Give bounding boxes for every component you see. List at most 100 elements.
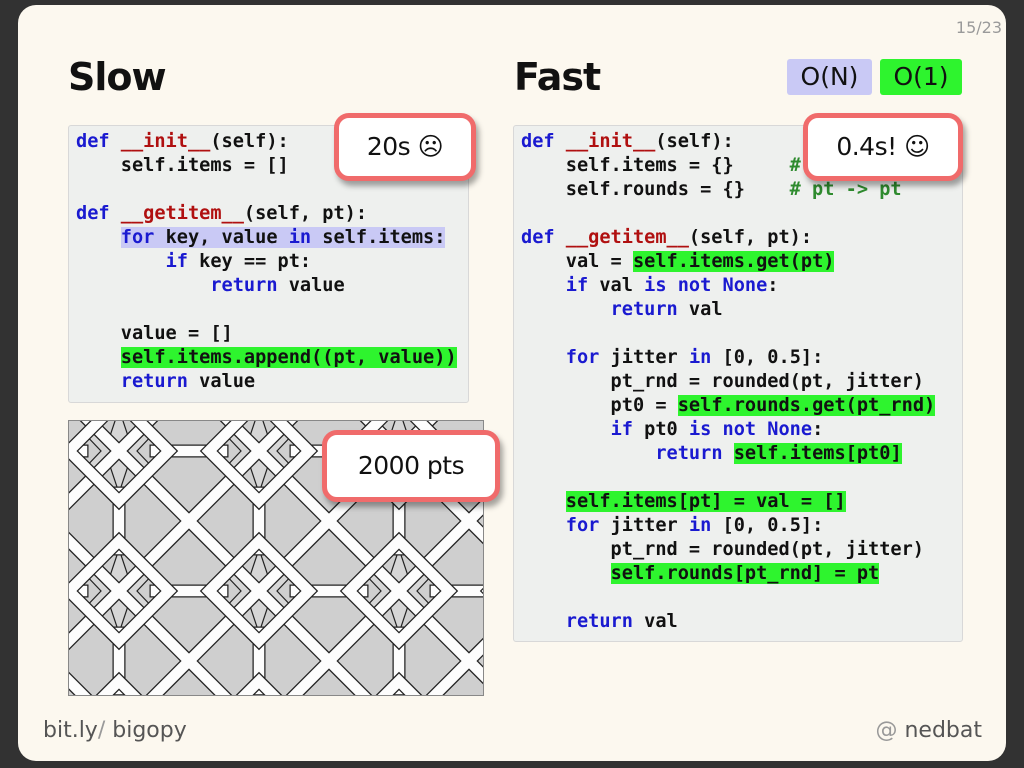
code-token: # pt -> pt — [789, 179, 902, 200]
footer-link[interactable]: bit.ly/ bigopy — [43, 718, 187, 743]
footer-link-slash: / — [97, 718, 106, 743]
code-line: pt_rnd = rounded(pt, jitter) — [521, 538, 962, 562]
code-token: pt_rnd = rounded(pt, jitter) — [521, 539, 924, 560]
code-token: __init__ — [565, 131, 656, 152]
code-token: for — [565, 347, 600, 368]
highlighted-code-token: in — [288, 227, 312, 248]
code-token: val — [588, 275, 645, 296]
code-line: self.items.append((pt, value)) — [76, 346, 468, 370]
code-token: val — [632, 611, 678, 632]
code-token — [76, 251, 166, 272]
code-line: def __getitem__(self, pt): — [76, 202, 468, 226]
footer-handle-at: @ — [875, 718, 898, 743]
fast-code-block: def __init__(self): self.items = {} # pt… — [513, 125, 963, 642]
code-line: self.rounds[pt_rnd] = pt — [521, 562, 962, 586]
code-token: if — [165, 251, 188, 272]
fast-heading: Fast — [514, 55, 601, 99]
code-token — [521, 443, 655, 464]
code-line: value = [] — [76, 322, 468, 346]
code-token: is not None — [644, 275, 768, 296]
code-token — [521, 515, 566, 536]
code-token: return — [120, 371, 188, 392]
code-token: val — [677, 299, 723, 320]
code-token — [76, 371, 121, 392]
code-token — [723, 443, 734, 464]
code-line: self.rounds = {} # pt -> pt — [521, 178, 962, 202]
page-number: 15/23 — [955, 18, 1002, 37]
code-token: in — [688, 515, 712, 536]
highlighted-code-token: self.items[pt0] — [733, 443, 902, 464]
code-token: value — [277, 275, 345, 296]
code-token: __init__ — [120, 131, 211, 152]
code-line: def __init__(self): — [76, 130, 468, 154]
code-token — [521, 299, 611, 320]
code-token: is not None — [688, 419, 813, 440]
code-token: (self): — [210, 131, 289, 152]
code-token: [0, 0.5]: — [711, 347, 824, 368]
code-line: if pt0 is not None: — [521, 418, 962, 442]
code-line: for key, value in self.items: — [76, 226, 468, 250]
code-line: return val — [521, 610, 962, 634]
highlighted-code-token: self.items.append((pt, value)) — [120, 347, 457, 368]
highlighted-code-token: self.rounds[pt_rnd] = pt — [610, 563, 880, 584]
code-line: if val is not None: — [521, 274, 962, 298]
code-token: __getitem__ — [565, 227, 689, 248]
code-token: return — [655, 443, 723, 464]
code-token: in — [688, 347, 712, 368]
code-token: [0, 0.5]: — [711, 515, 824, 536]
code-token: value — [187, 371, 256, 392]
code-line — [76, 298, 468, 322]
code-token — [521, 347, 566, 368]
complexity-badge-o1: O(1) — [880, 59, 962, 95]
code-token: self.items = {} — [521, 155, 790, 176]
code-token — [521, 419, 611, 440]
code-token — [521, 563, 611, 584]
code-token: val = — [521, 251, 633, 272]
slow-time-callout: 20s ☹ — [334, 113, 476, 181]
code-token: self.rounds = {} — [521, 179, 790, 200]
code-token — [76, 275, 210, 296]
code-token: (self, pt): — [243, 203, 368, 224]
code-token: def — [76, 203, 121, 224]
code-line — [521, 202, 962, 226]
slow-heading: Slow — [68, 55, 167, 99]
code-line: pt_rnd = rounded(pt, jitter) — [521, 370, 962, 394]
code-token — [521, 275, 566, 296]
code-token: pt0 = — [521, 395, 678, 416]
code-line: def __getitem__(self, pt): — [521, 226, 962, 250]
code-token — [76, 227, 121, 248]
slide: 15/23 Slow Fast O(N) O(1) def __init__(s… — [18, 5, 1006, 761]
points-callout: 2000 pts — [322, 430, 500, 502]
code-token: : — [767, 275, 779, 296]
code-line: val = self.items.get(pt) — [521, 250, 962, 274]
code-line: return val — [521, 298, 962, 322]
highlighted-code-token: key, value — [154, 227, 289, 248]
code-token: : — [812, 419, 824, 440]
code-token: self.items = [] — [76, 155, 289, 176]
code-line: self.items[pt] = val = [] — [521, 490, 962, 514]
code-token: pt_rnd = rounded(pt, jitter) — [521, 371, 924, 392]
code-token: if — [565, 275, 589, 296]
code-line: if key == pt: — [76, 250, 468, 274]
highlighted-code-token: self.rounds.get(pt_rnd) — [677, 395, 936, 416]
footer-handle: @ nedbat — [875, 718, 982, 743]
code-token: for — [565, 515, 600, 536]
code-token: pt0 — [632, 419, 689, 440]
code-token: def — [521, 227, 566, 248]
footer-handle-name: nedbat — [897, 718, 982, 743]
code-token — [521, 611, 566, 632]
code-line: self.items = [] — [76, 154, 468, 178]
complexity-badge-on: O(N) — [787, 59, 872, 95]
code-token: return — [565, 611, 633, 632]
code-line: return self.items[pt0] — [521, 442, 962, 466]
highlighted-code-token: self.items[pt] = val = [] — [565, 491, 846, 512]
fast-time-callout: 0.4s! ☺ — [803, 113, 963, 181]
code-token: def — [521, 131, 566, 152]
code-token: (self, pt): — [688, 227, 813, 248]
code-token: jitter — [599, 515, 689, 536]
code-token — [521, 491, 566, 512]
code-line: return value — [76, 274, 468, 298]
code-line: for jitter in [0, 0.5]: — [521, 514, 962, 538]
code-line: return value — [76, 370, 468, 394]
code-token — [76, 347, 121, 368]
